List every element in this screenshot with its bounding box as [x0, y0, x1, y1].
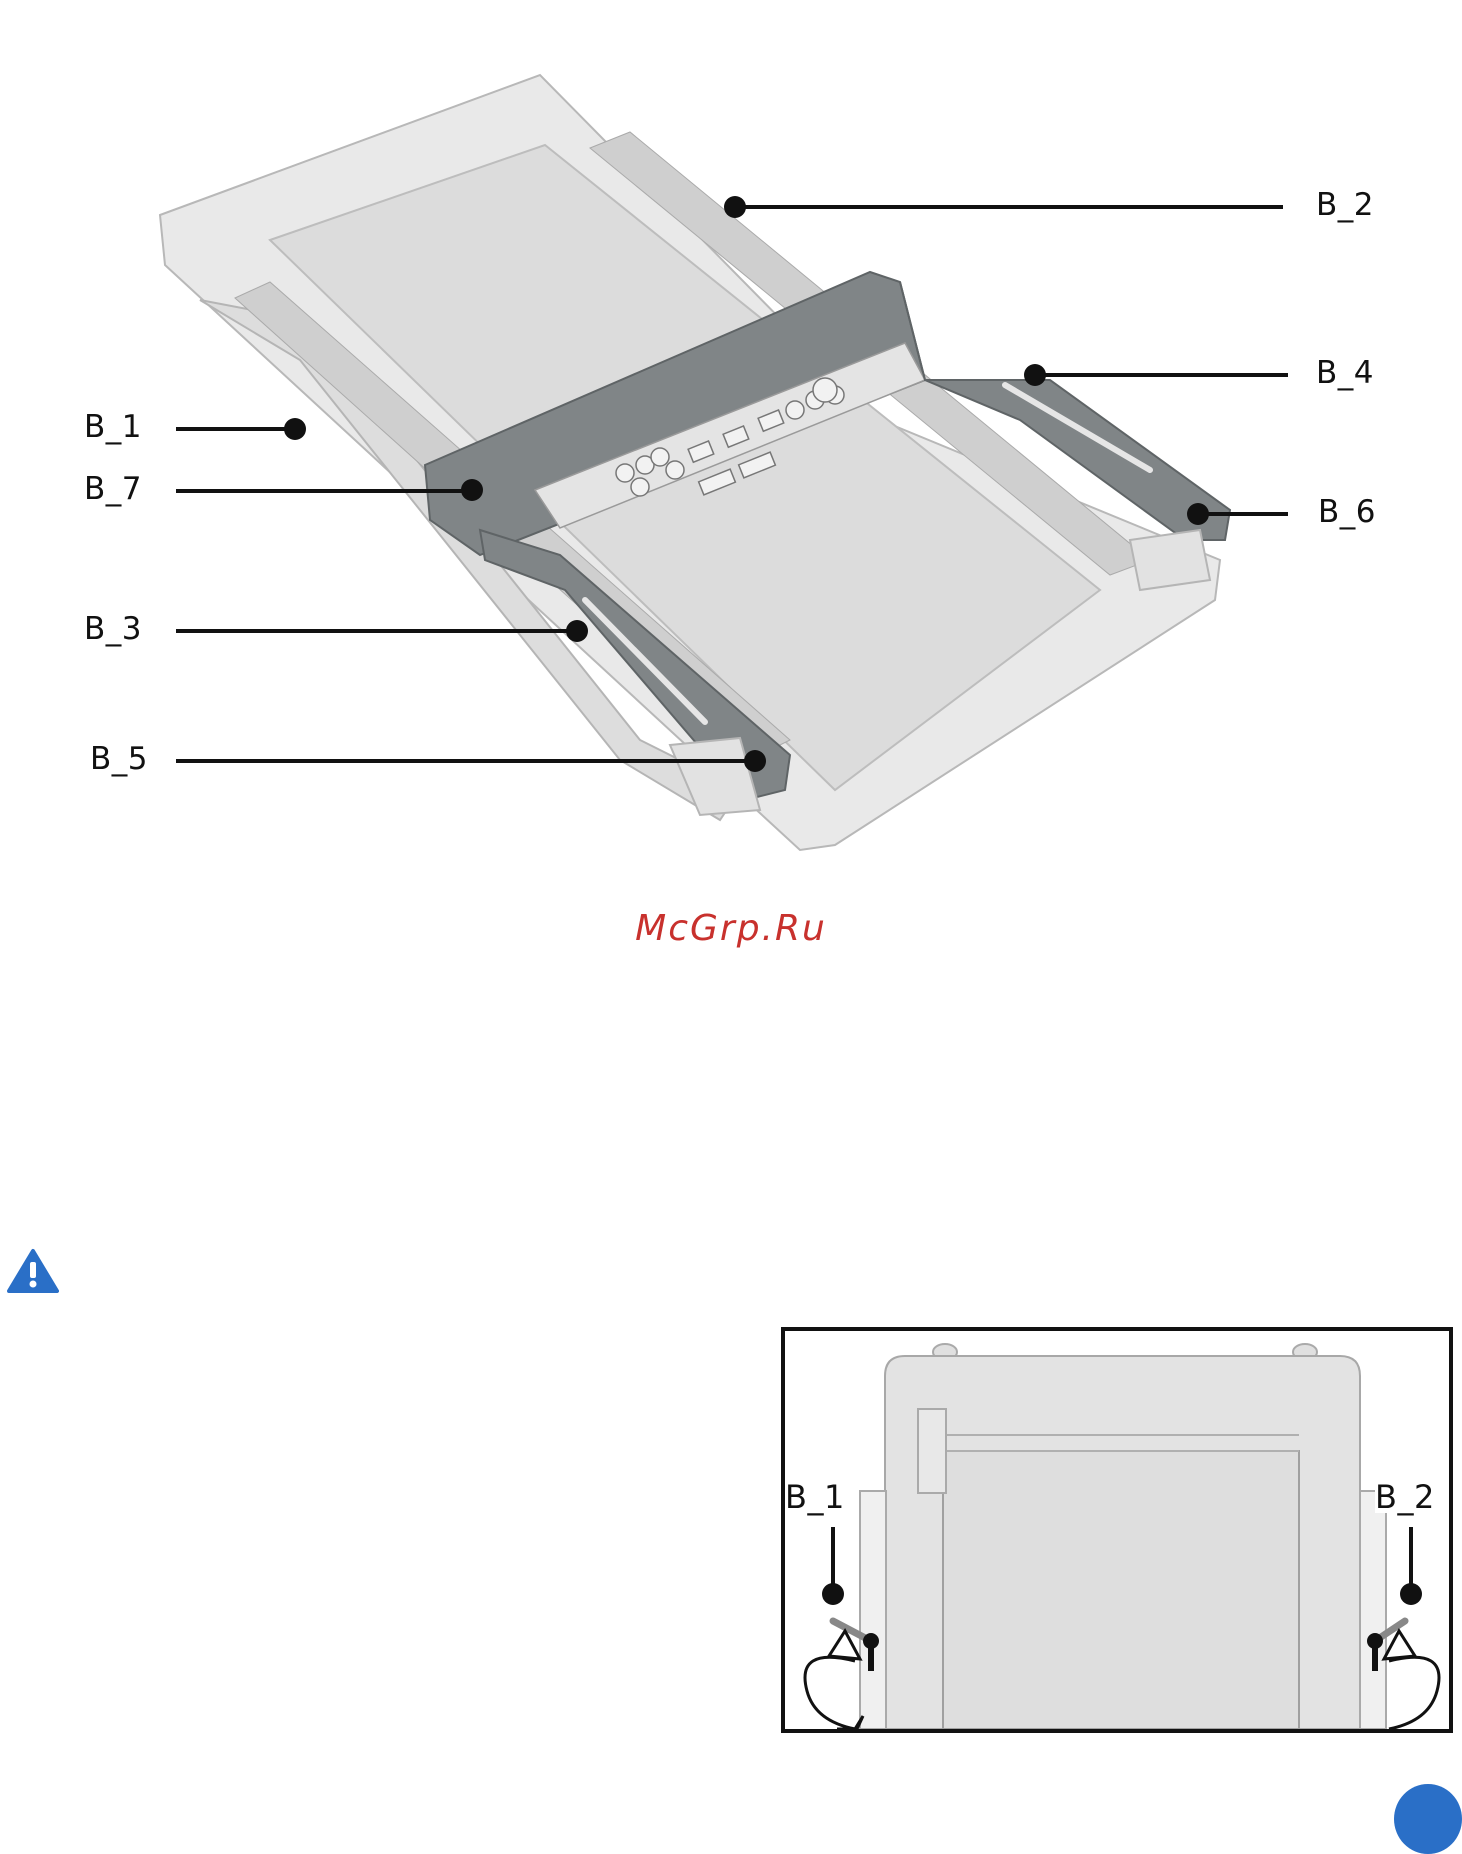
detail-callout-b1: B_1 — [785, 1481, 845, 1513]
callout-b6: B_6 — [1318, 497, 1376, 528]
detail-figure-frame: B_1 B_2 — [781, 1327, 1453, 1733]
rotate-arrow-left-icon — [805, 1657, 863, 1729]
rear-foot-right — [1130, 530, 1210, 590]
detail-running-belt — [943, 1451, 1299, 1729]
callout-b7: B_7 — [84, 474, 142, 505]
callout-b4: B_4 — [1316, 358, 1374, 389]
rotate-arrow-right-icon — [1389, 1657, 1439, 1729]
callout-b2: B_2 — [1316, 190, 1374, 221]
page-number-badge — [1394, 1784, 1462, 1854]
callout-b1: B_1 — [84, 412, 142, 443]
detail-callout-b2: B_2 — [1375, 1481, 1435, 1513]
treadmill-exploded-figure — [0, 0, 1462, 860]
callout-b3: B_3 — [84, 614, 142, 645]
watermark: McGrp.Ru — [0, 908, 1462, 949]
detail-figure-drawing — [785, 1331, 1449, 1729]
warning-triangle-icon — [7, 1248, 59, 1294]
callout-b5: B_5 — [90, 744, 148, 775]
